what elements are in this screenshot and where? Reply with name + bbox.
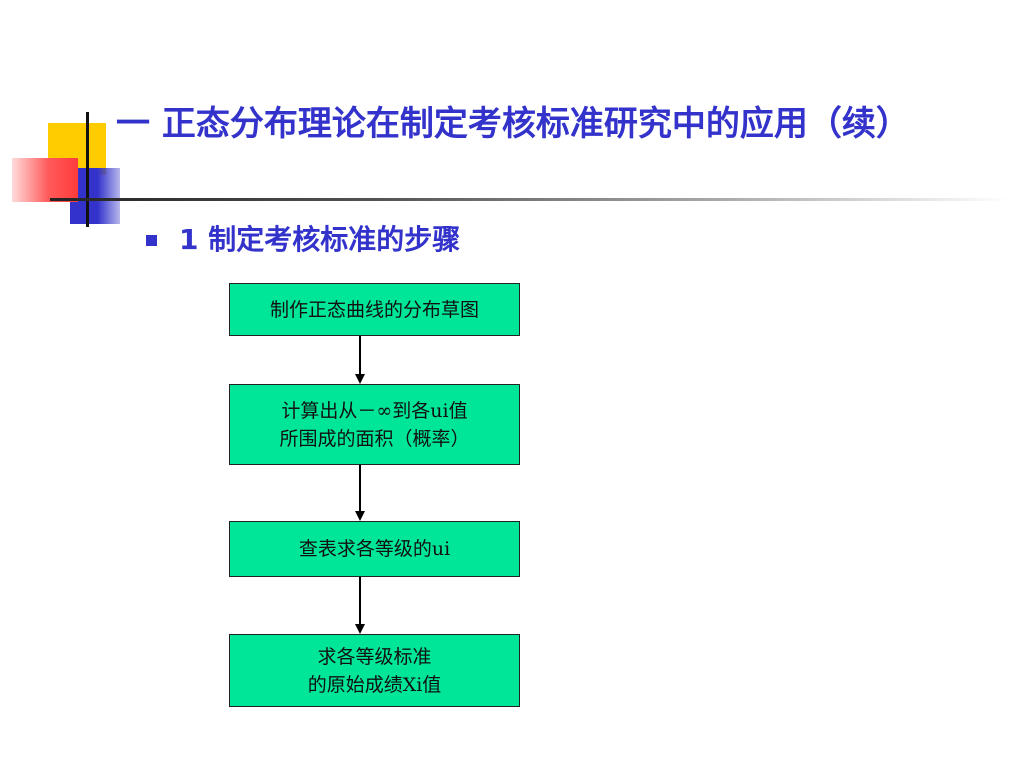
bullet-item: 1 制定考核标准的步骤 [146, 220, 460, 260]
arrow-down-icon [355, 336, 365, 384]
bullet-text: 1 制定考核标准的步骤 [179, 223, 461, 256]
flow-step-3-line-1: 查表求各等级的ui [298, 538, 451, 560]
flow-step-4: 求各等级标准 的原始成绩Xi值 [229, 634, 520, 707]
flow-step-3: 查表求各等级的ui [229, 521, 520, 577]
bullet-square-icon [146, 234, 157, 246]
decor-vertical-line [86, 112, 89, 227]
decor-blue-square [70, 168, 120, 224]
flow-step-2-line-1: 计算出从－∞到各ui值 [281, 399, 468, 422]
flow-step-1: 制作正态曲线的分布草图 [229, 283, 520, 336]
title-underline [50, 198, 1010, 201]
slide-title: 一 正态分布理论在制定考核标准研究中的应用（续） [116, 104, 910, 144]
flow-step-2-line-2: 所围成的面积（概率） [279, 427, 470, 450]
flow-step-2: 计算出从－∞到各ui值 所围成的面积（概率） [229, 384, 520, 465]
arrow-down-icon [355, 577, 365, 634]
decor-red-square [12, 158, 78, 202]
flow-step-4-line-2: 的原始成绩Xi值 [307, 673, 442, 696]
flow-step-4-line-1: 求各等级标准 [317, 645, 432, 668]
arrow-down-icon [355, 465, 365, 521]
flow-step-1-line-1: 制作正态曲线的分布草图 [269, 298, 479, 321]
